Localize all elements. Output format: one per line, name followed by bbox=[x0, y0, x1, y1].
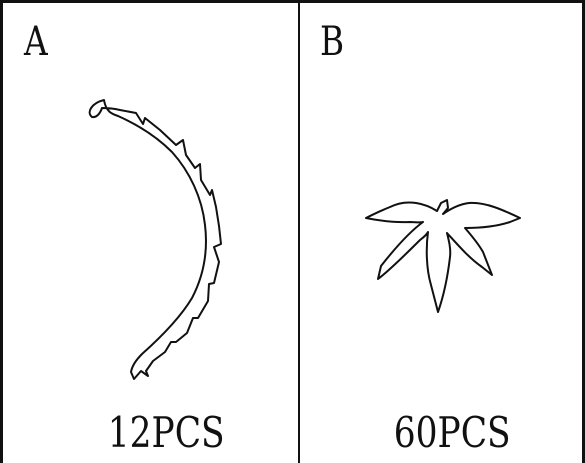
panel-b-count: 60PCS bbox=[393, 408, 511, 457]
curved-stem-outline bbox=[88, 99, 222, 380]
panel-a-label: A bbox=[24, 19, 48, 65]
panel-a-count: 12PCS bbox=[107, 408, 225, 457]
leaf-outline bbox=[365, 199, 521, 313]
panel-b-label: B bbox=[320, 19, 345, 65]
